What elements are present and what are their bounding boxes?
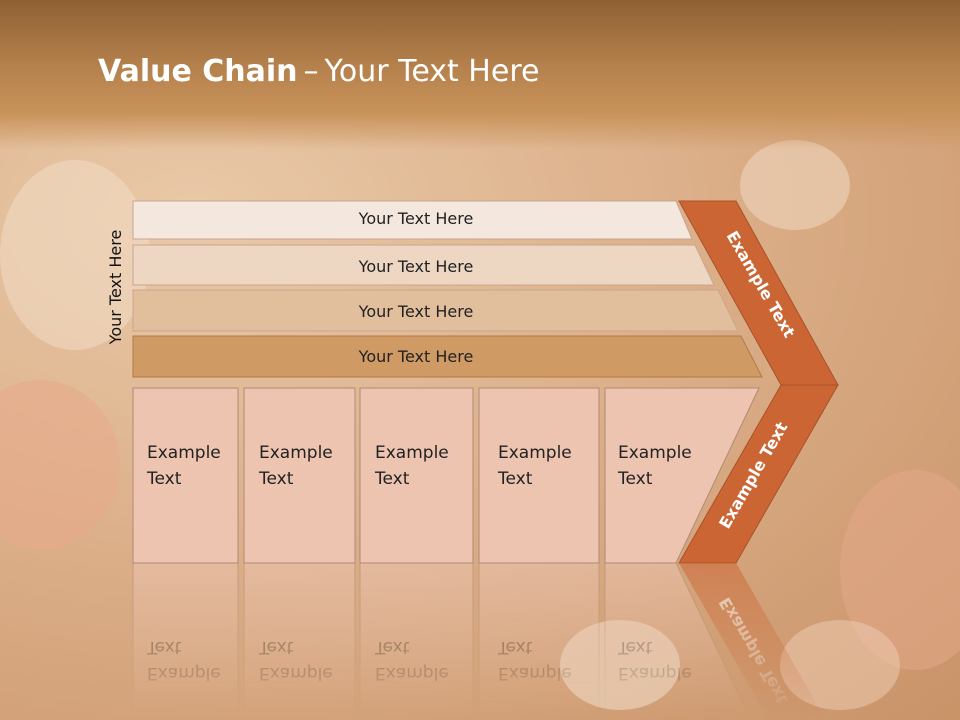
title-bar	[0, 0, 960, 150]
primary-box-line2: Text	[617, 469, 653, 489]
primary-box	[243, 387, 356, 564]
title-bold: Value Chain	[98, 54, 298, 89]
support-bar-label: Your Text Here	[358, 209, 474, 228]
reflected-text: Text	[146, 637, 182, 657]
shell-decoration	[740, 140, 850, 230]
primary-box-line1: Example	[618, 443, 692, 463]
shell-decoration	[0, 160, 150, 350]
primary-box-line1: Example	[375, 443, 449, 463]
support-bars: Your Text Here Your Text Here Your Text …	[132, 200, 763, 378]
support-bar-label: Your Text Here	[358, 302, 474, 321]
reflected-text: Text	[374, 637, 410, 657]
primary-box	[359, 387, 474, 564]
reflection: Example Text Example Text Example Text E…	[132, 562, 826, 720]
primary-box	[132, 387, 239, 564]
margin-arrow: Example Text Example Text	[678, 200, 839, 564]
support-bar-shape	[132, 335, 763, 378]
reflected-box	[604, 562, 752, 720]
reflected-text: Example	[259, 663, 333, 683]
reflected-box	[478, 562, 600, 720]
title-dash: –	[303, 54, 319, 89]
reflected-arrow	[679, 563, 826, 720]
reflected-text: Example	[498, 663, 572, 683]
support-bar-label: Your Text Here	[358, 257, 474, 276]
primary-box-line2: Text	[146, 469, 182, 489]
primary-box-line2: Text	[258, 469, 294, 489]
primary-box	[478, 387, 600, 564]
primary-box-line1: Example	[259, 443, 333, 463]
title-rest: Your Text Here	[324, 54, 540, 89]
reflected-text: Text	[617, 637, 653, 657]
primary-boxes: Example Text Example Text Example Text E…	[132, 387, 760, 564]
reflected-text: Text	[258, 637, 294, 657]
support-bar-shape	[132, 289, 739, 332]
primary-box-line2: Text	[374, 469, 410, 489]
reflected-text: Example	[618, 663, 692, 683]
support-bar-label: Your Text Here	[358, 347, 474, 366]
support-bar-shape	[132, 244, 715, 286]
primary-box-line1: Example	[498, 443, 572, 463]
slide-title: Value Chain–Your Text Here	[98, 54, 539, 89]
primary-box-line1: Example	[147, 443, 221, 463]
support-bar-shape	[132, 200, 693, 240]
reflected-box	[359, 562, 474, 720]
primary-box-line2: Text	[497, 469, 533, 489]
reflected-box	[243, 562, 356, 720]
reflected-text: Text	[497, 637, 533, 657]
reflected-box	[132, 562, 239, 720]
reflected-text: Example	[375, 663, 449, 683]
reflected-text: Example	[147, 663, 221, 683]
